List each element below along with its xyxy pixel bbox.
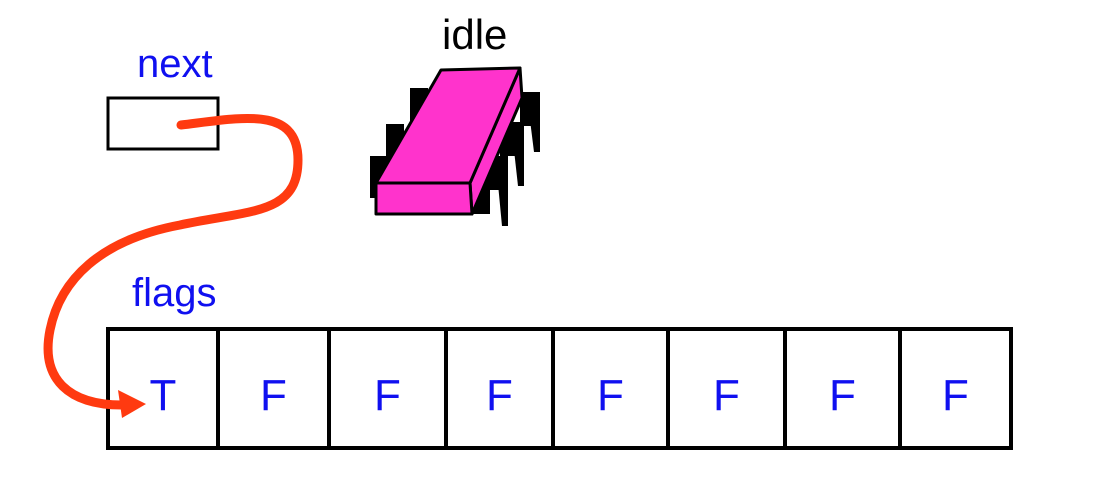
next-pointer-arrow xyxy=(43,114,303,418)
flag-cell: T xyxy=(106,327,220,450)
flag-cell-value: T xyxy=(150,371,177,420)
idle-label: idle xyxy=(442,11,507,58)
flag-cell-value: F xyxy=(260,371,287,420)
flag-cell: F xyxy=(898,327,1013,450)
flag-cell-value: F xyxy=(597,371,624,420)
flag-cell-value: F xyxy=(374,371,401,420)
flag-cell: F xyxy=(783,327,902,450)
flag-cell-value: F xyxy=(486,371,513,420)
chip-icon xyxy=(370,66,540,226)
flag-cell-value: F xyxy=(713,371,740,420)
flag-cell: F xyxy=(666,327,787,450)
arrowhead-icon xyxy=(118,390,146,418)
flag-cell-box xyxy=(216,327,331,450)
flag-cell-box xyxy=(898,327,1013,450)
flags-label: flags xyxy=(132,271,217,315)
flag-cell: F xyxy=(444,327,555,450)
flag-cell: F xyxy=(216,327,331,450)
flag-cell-value: F xyxy=(829,371,856,420)
flag-cell-box xyxy=(666,327,787,450)
flag-cell: F xyxy=(551,327,670,450)
flag-cell: F xyxy=(327,327,448,450)
flag-cell-box xyxy=(783,327,902,450)
flag-cell-value: F xyxy=(942,371,969,420)
next-label: next xyxy=(137,42,213,86)
